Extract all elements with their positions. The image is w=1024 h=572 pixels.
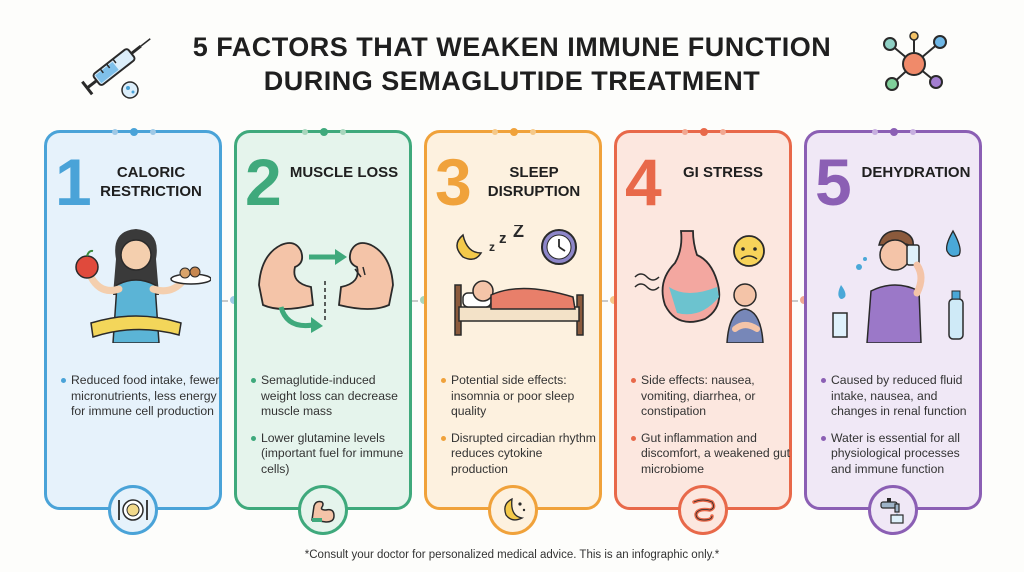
factor-badge [298,485,348,535]
factor-number: 2 [245,145,282,219]
flexed-arm-icon [311,500,335,523]
factor-heading: MUSCLE LOSS [289,164,399,181]
disclaimer-footer: *Consult your doctor for personalized me… [304,549,720,561]
factor-number: 4 [625,145,662,219]
drinking-water-illustration [832,229,964,343]
factor-number: 5 [815,145,852,219]
bullet-text: Reduced food intake, fewer micronutrient… [61,373,221,420]
factor-heading: CALORIC RESTRICTION [100,164,202,200]
syringe-icon [81,38,151,99]
sleeping-person-illustration: z z Z [454,225,584,336]
bullet-text: Lower glutamine levels (important fuel f… [251,431,411,478]
factor-badge [678,485,728,535]
factor-card-1: 1 CALORIC RESTRICTION Reduced food intak… [44,128,222,535]
factor-card-5: 5 DEHYDRATION Caused by reduced fluid in… [804,128,982,535]
molecule-icon [883,31,947,91]
intestine-icon [692,498,716,522]
factor-bullets: Caused by reduced fluid intake, nausea, … [821,373,981,488]
muscle-arms-illustration [258,242,394,333]
factor-card-2: 2 MUSCLE LOSS Semaglutide-induced weight… [234,128,412,535]
factor-card-4: 4 GI STRESS Side effects: nausea, vomiti… [614,128,792,535]
bullet-text: Side effects: nausea, vomiting, diarrhea… [631,373,791,420]
factor-badge [868,485,918,535]
factor-bullets: Potential side effects: insomnia or poor… [441,373,601,488]
svg-text:z: z [489,240,495,254]
factor-card-3: 3 SLEEP DISRUPTION z z Z Potential side … [424,128,602,535]
svg-text:z: z [499,230,507,247]
plate-cutlery-icon [118,499,148,521]
factor-heading: GI STRESS [682,164,764,181]
woman-food-illustration [75,229,211,343]
title-line-2: DURING SEMAGLUTIDE TREATMENT [263,66,761,96]
stomach-illustration [634,230,765,343]
bullet-text: Disrupted circadian rhythm reduces cytok… [441,431,601,478]
factor-badge [108,485,158,535]
water-tap-icon [880,498,904,524]
bullet-text: Potential side effects: insomnia or poor… [441,373,601,420]
factor-number: 3 [435,145,472,219]
factor-heading: DEHYDRATION [861,164,971,181]
factor-bullets: Side effects: nausea, vomiting, diarrhea… [631,373,791,488]
svg-text:Z: Z [513,225,524,241]
title-line-1: 5 FACTORS THAT WEAKEN IMMUNE FUNCTION [192,32,832,62]
bullet-text: Caused by reduced fluid intake, nausea, … [821,373,981,420]
factor-badge [488,485,538,535]
bullet-text: Water is essential for all physiological… [821,431,981,478]
factor-heading: SLEEP DISRUPTION [487,164,581,200]
moon-stars-icon [504,497,526,521]
page-title: 5 FACTORS THAT WEAKEN IMMUNE FUNCTION DU… [150,30,874,98]
bullet-text: Semaglutide-induced weight loss can decr… [251,373,411,420]
factor-bullets: Semaglutide-induced weight loss can decr… [251,373,411,488]
bullet-text: Gut inflammation and discomfort, a weake… [631,431,791,478]
factor-number: 1 [55,145,92,219]
factor-bullets: Reduced food intake, fewer micronutrient… [61,373,221,431]
